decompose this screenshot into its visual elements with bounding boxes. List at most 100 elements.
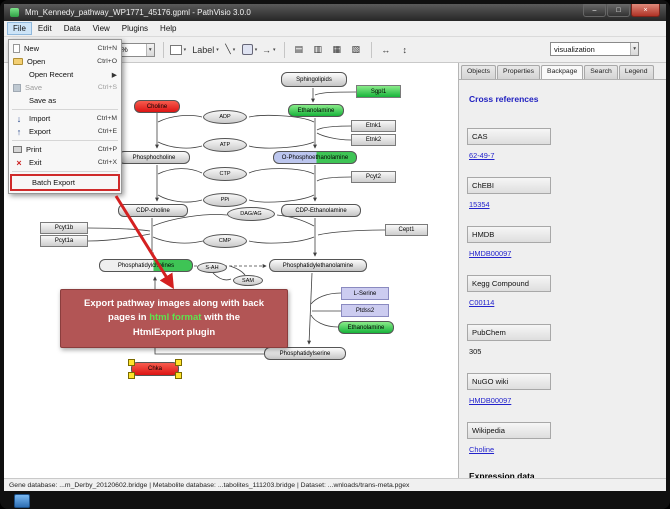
file-menu-item-batch-export[interactable]: Batch Export — [10, 174, 120, 191]
pathway-node-l-serine[interactable]: L-Serine — [341, 287, 389, 300]
align-horizontal-icon[interactable]: ▤ — [290, 40, 307, 59]
swap-horizontal-icon[interactable]: ↔ — [377, 40, 394, 59]
menu-plugins[interactable]: Plugins — [121, 24, 149, 33]
blank-icon — [13, 70, 25, 80]
file-menu-item-save-as[interactable]: Save as — [9, 94, 121, 107]
pathway-node-sgpl1[interactable]: Sgpl1 — [356, 85, 401, 98]
swap-vertical-icon[interactable]: ↕ — [396, 40, 413, 59]
pathway-node-ppi[interactable]: PPi — [203, 193, 247, 207]
pathway-node-choline[interactable]: Choline — [134, 100, 180, 113]
pathway-node-etnk2[interactable]: Etnk2 — [351, 134, 396, 146]
tab-backpage[interactable]: Backpage — [541, 65, 584, 79]
datanode-tool-icon[interactable]: ▾ — [169, 40, 188, 59]
xref-value-wikipedia[interactable]: Choline — [469, 445, 495, 454]
pathway-node-adp[interactable]: ADP — [203, 110, 247, 124]
tab-objects[interactable]: Objects — [461, 65, 497, 79]
xref-value-cas[interactable]: 62-49-7 — [469, 151, 495, 160]
tab-legend[interactable]: Legend — [618, 65, 654, 79]
line-tool-icon[interactable]: ╲▾ — [222, 40, 239, 59]
pathway-node-atp[interactable]: ATP — [203, 138, 247, 152]
xref-section-pubchem: PubChem — [467, 324, 551, 341]
distribute-icon[interactable]: ▦ — [328, 40, 345, 59]
expression-data-heading: Expression data — [469, 471, 535, 481]
toolbar-separator — [371, 41, 373, 58]
menu-edit[interactable]: Edit — [37, 24, 52, 33]
pathway-node-sphingolipids[interactable]: Sphingolipids — [281, 72, 347, 87]
toolbar-separator — [284, 41, 286, 58]
pathway-node-pcyt1a[interactable]: Pcyt1a — [40, 235, 88, 247]
menu-item-label: Open — [27, 57, 46, 66]
xref-value-kegg-compound[interactable]: C00114 — [469, 298, 495, 307]
pathway-node-ptdss2[interactable]: Ptdss2 — [341, 304, 389, 317]
xref-value-nugo-wiki[interactable]: HMDB00097 — [469, 396, 512, 405]
window-controls: –□× — [582, 4, 660, 17]
shape-tool-icon[interactable]: ▾ — [241, 40, 259, 59]
menu-item-label: Save as — [29, 96, 57, 105]
pathway-node-o-phosphoethanolamine[interactable]: O-Phosphoethanolamine — [273, 151, 357, 164]
pathway-node-pcyt1b[interactable]: Pcyt1b — [40, 222, 88, 234]
xref-value-hmdb[interactable]: HMDB00097 — [469, 249, 512, 258]
swap-vertical-icon: ↕ — [402, 44, 408, 55]
pathway-node-cdp-choline[interactable]: CDP-choline — [118, 204, 188, 217]
menu-item-label: Print — [26, 145, 42, 154]
pathway-node-s-ah[interactable]: S-AH — [197, 262, 227, 273]
tab-properties[interactable]: Properties — [497, 65, 541, 79]
blank-icon — [13, 96, 25, 106]
stack-icon[interactable]: ▧ — [347, 40, 364, 59]
selection-handle[interactable] — [128, 359, 135, 366]
pathway-node-cmp[interactable]: CMP — [203, 234, 247, 248]
selection-handle[interactable] — [128, 372, 135, 379]
taskbar-icon[interactable] — [14, 494, 30, 508]
pathway-node-phosphatidylserine[interactable]: Phosphatidylserine — [264, 347, 346, 360]
close-button[interactable]: × — [631, 4, 660, 17]
minimize-button[interactable]: – — [583, 4, 606, 17]
align-vertical-icon[interactable]: ▥ — [309, 40, 326, 59]
pathway-node-chka[interactable]: Chka — [128, 359, 182, 379]
pathway-node-pcyt2[interactable]: Pcyt2 — [351, 171, 396, 183]
stack-icon: ▧ — [351, 44, 360, 54]
print-icon — [13, 146, 22, 153]
pathway-node-phosphocholine[interactable]: Phosphocholine — [118, 151, 190, 164]
visualization-value: visualization — [554, 44, 595, 54]
pathway-node-ctp[interactable]: CTP — [203, 167, 247, 181]
tab-search[interactable]: Search — [584, 65, 618, 79]
menu-shortcut: Ctrl+X — [97, 159, 117, 166]
pathway-node-etnk1[interactable]: Etnk1 — [351, 120, 396, 132]
connector-tool-icon[interactable]: →▾ — [260, 40, 277, 59]
menu-help[interactable]: Help — [160, 24, 177, 33]
xref-section-cas: CAS — [467, 128, 551, 145]
blank-icon — [16, 178, 28, 188]
pathway-node-ethanolamine[interactable]: Ethanolamine — [338, 321, 394, 334]
pathway-node-phosphatidylcholines[interactable]: Phosphatidylcholines — [99, 259, 193, 272]
pathway-node-sam[interactable]: SAM — [233, 275, 263, 286]
maximize-button[interactable]: □ — [607, 4, 630, 17]
selection-handle[interactable] — [175, 372, 182, 379]
xref-value-chebi[interactable]: 15354 — [469, 200, 490, 209]
pathway-node-ethanolamine[interactable]: Ethanolamine — [288, 104, 344, 117]
label-tool-button[interactable]: Label▾ — [189, 40, 220, 59]
menu-data[interactable]: Data — [63, 24, 81, 33]
visualization-select[interactable]: visualization ▾ — [550, 42, 639, 56]
pathway-node-cdp-ethanolamine[interactable]: CDP-Ethanolamine — [281, 204, 361, 217]
status-text: Gene database: ...m_Derby_20120602.bridg… — [9, 481, 410, 489]
title-bar: Mm_Kennedy_pathway_WP1771_45176.gpml - P… — [4, 4, 666, 21]
file-menu-item-open-recent[interactable]: Open Recent▶ — [9, 68, 121, 81]
menu-view[interactable]: View — [92, 24, 110, 33]
menu-file[interactable]: File — [7, 22, 32, 35]
exit-icon — [13, 158, 25, 168]
annotation-text: pages in — [108, 312, 150, 324]
pathway-node-dag-ag[interactable]: DAG/AG — [227, 207, 275, 221]
pathway-node-cept1[interactable]: Cept1 — [385, 224, 428, 236]
datanode-tool-icon — [169, 44, 182, 55]
pathway-node-phosphatidylethanolamine[interactable]: Phosphatidylethanolamine — [269, 259, 367, 272]
selection-handle[interactable] — [175, 359, 182, 366]
new-file-icon — [13, 44, 20, 53]
